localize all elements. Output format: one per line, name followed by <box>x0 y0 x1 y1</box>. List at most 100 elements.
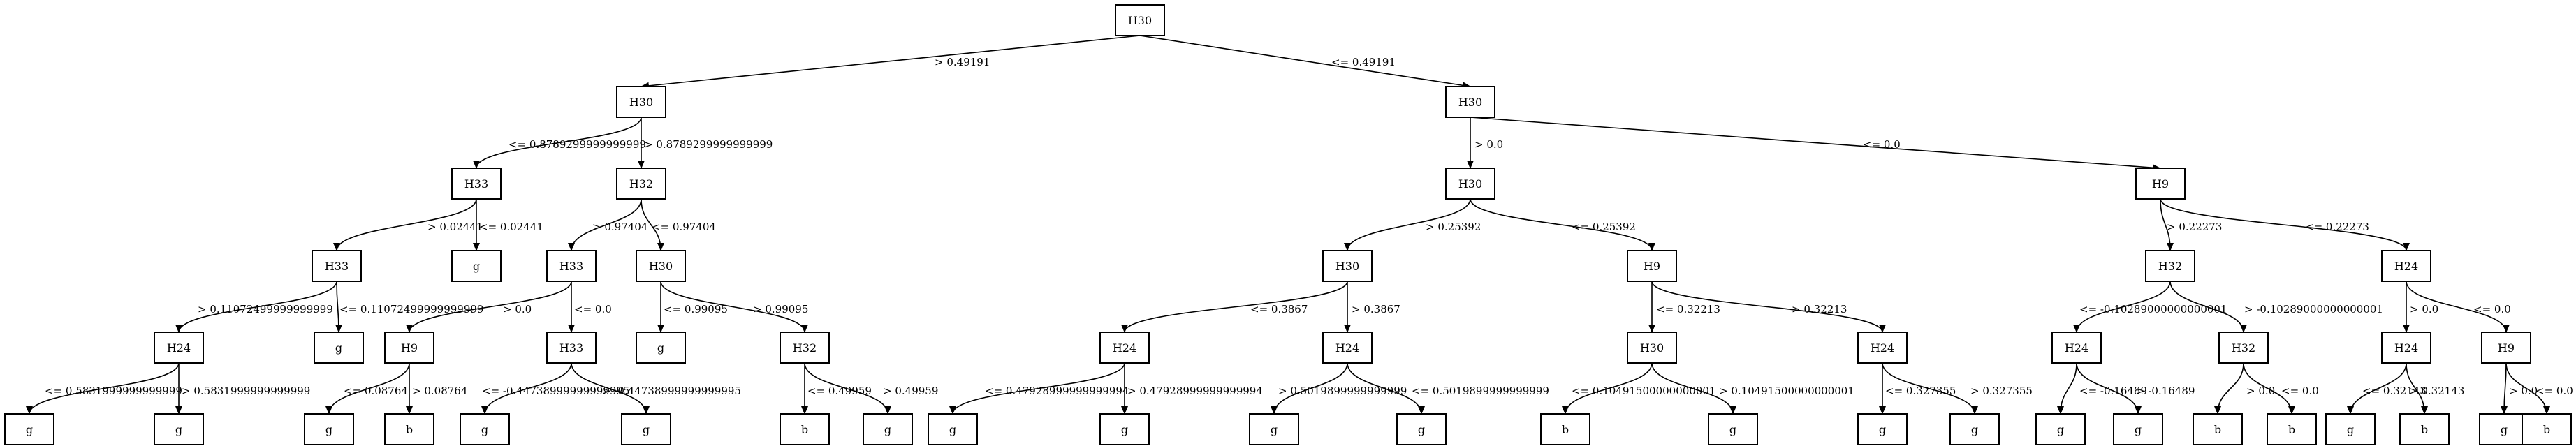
edge-label: > 0.3867 <box>1352 303 1400 315</box>
node-label: H33 <box>464 177 488 191</box>
tree-edge-n18-n33 <box>481 362 572 415</box>
edge-label: <= 0.8789299999999999 <box>508 138 646 151</box>
node-box <box>1322 250 1373 282</box>
node-label: H33 <box>559 260 583 273</box>
node-label: H24 <box>167 341 191 355</box>
edge-label: <= -0.44738999999999995 <box>482 385 630 397</box>
node-label: g <box>1729 423 1736 436</box>
node-box <box>2218 332 2269 364</box>
node-box <box>451 168 502 200</box>
node-box <box>460 413 510 445</box>
tree-edge-n20-n36 <box>804 362 891 415</box>
edge-label: > 0.5019899999999999 <box>1278 385 1407 397</box>
node-box <box>2113 413 2163 445</box>
node-box <box>2381 250 2431 282</box>
edge-label: <= 0.0 <box>2281 385 2319 397</box>
node-box <box>1857 332 1908 364</box>
node-label: g <box>2347 423 2354 436</box>
edge-label: > 0.25392 <box>1426 221 1481 233</box>
node-label: H32 <box>2232 341 2255 355</box>
tree-edge-n4-n10 <box>641 198 664 251</box>
node-box <box>2035 413 2086 445</box>
tree-node-n37: g <box>928 413 978 445</box>
node-label: g <box>175 423 182 436</box>
tree-node-n43: g <box>1857 413 1908 445</box>
edge-label: > 0.5831999999999999 <box>182 385 310 397</box>
edge-label: > 0.327355 <box>1970 385 2033 397</box>
tree-node-n16: g <box>314 332 364 364</box>
tree-node-n29: g <box>4 413 54 445</box>
node-box <box>1540 413 1590 445</box>
node-label: g <box>325 423 332 436</box>
node-label: g <box>657 341 664 355</box>
node-label: H30 <box>1458 177 1482 191</box>
edge-label: <= 0.32143 <box>2362 385 2427 397</box>
edge-label: <= 0.08764 <box>344 385 408 397</box>
tree-edge-n23-n42 <box>1651 362 1736 415</box>
node-box <box>2481 332 2531 364</box>
node-box <box>2267 413 2317 445</box>
tree-node-n31: g <box>304 413 354 445</box>
edge-label: > 0.08764 <box>412 385 467 397</box>
edge-label: > 0.0 <box>2246 385 2275 397</box>
edge-label: <= 0.32213 <box>1656 303 1720 315</box>
tree-node-n24: H24 <box>1857 332 1908 364</box>
node-label: H32 <box>2158 260 2182 273</box>
tree-edge-n22-n40 <box>1347 362 1425 415</box>
edge-label: <= 0.49959 <box>807 385 872 397</box>
node-label: g <box>2135 423 2142 436</box>
tree-node-n41: b <box>1540 413 1590 445</box>
tree-node-n32: b <box>384 413 434 445</box>
edge-label: <= 0.327355 <box>1885 385 1956 397</box>
node-label: H9 <box>1644 260 1660 273</box>
node-label: H33 <box>325 260 349 273</box>
tree-node-n30: g <box>154 413 204 445</box>
node-label: g <box>26 423 33 436</box>
edges-layer: > 0.49191<= 0.49191<= 0.8789299999999999… <box>26 35 2573 415</box>
tree-node-n6: H9 <box>2135 168 2186 200</box>
node-label: g <box>1971 423 1978 436</box>
edge-label: > 0.32143 <box>2409 385 2464 397</box>
node-box <box>1627 250 1677 282</box>
node-box <box>1445 86 1495 118</box>
tree-node-n28: H9 <box>2481 332 2531 364</box>
tree-node-n36: g <box>863 413 913 445</box>
tree-edge-n2-n6 <box>1470 117 2161 172</box>
tree-edge-n28-n52 <box>2505 362 2550 415</box>
tree-node-n48: b <box>2267 413 2317 445</box>
tree-node-n4: H32 <box>616 168 666 200</box>
edge-label: <= 0.22273 <box>2305 221 2369 233</box>
node-box <box>2399 413 2450 445</box>
tree-edge-n6-n13 <box>2160 198 2174 251</box>
tree-node-n8: g <box>451 250 502 282</box>
node-label: b <box>801 423 808 436</box>
node-label: H30 <box>1335 260 1359 273</box>
tree-node-n22: H24 <box>1322 332 1373 364</box>
tree-edge-n10-n20 <box>660 281 808 333</box>
node-label: g <box>1121 423 1128 436</box>
node-label: b <box>406 423 413 436</box>
node-box <box>636 250 686 282</box>
node-label: g <box>1418 423 1425 436</box>
node-box <box>1322 332 1373 364</box>
node-box <box>616 86 666 118</box>
tree-node-n45: g <box>2035 413 2086 445</box>
edge-label: > 0.0 <box>503 303 532 315</box>
node-label: H9 <box>2498 341 2515 355</box>
edge-label: > 0.8789299999999999 <box>644 138 773 151</box>
edge-label: <= -0.10289000000000001 <box>2079 303 2227 315</box>
node-label: H30 <box>1128 14 1152 27</box>
tree-node-n46: g <box>2113 413 2163 445</box>
tree-edge-n0-n1 <box>641 35 1141 89</box>
tree-node-n42: g <box>1708 413 1758 445</box>
node-box <box>304 413 354 445</box>
tree-node-n39: g <box>1249 413 1299 445</box>
node-label: H30 <box>629 96 653 109</box>
edge-label: > 0.22273 <box>2167 221 2222 233</box>
tree-node-n44: g <box>1949 413 2000 445</box>
node-label: g <box>643 423 650 436</box>
node-label: b <box>2214 423 2221 436</box>
node-label: g <box>1271 423 1278 436</box>
tree-node-n40: g <box>1396 413 1447 445</box>
